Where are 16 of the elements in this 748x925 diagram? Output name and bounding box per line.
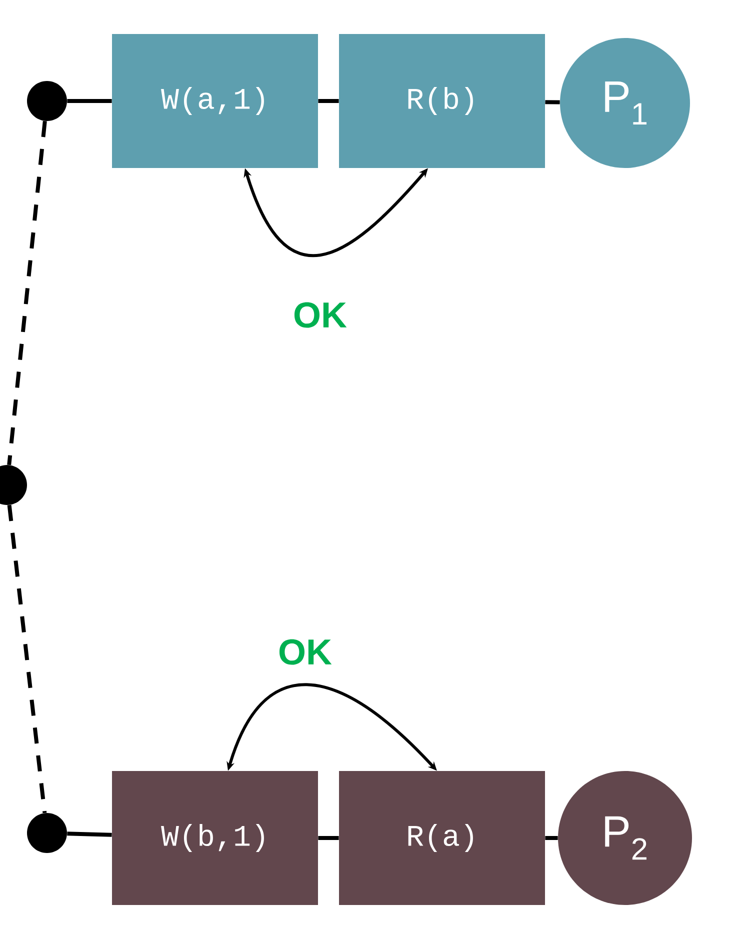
edge-label: OK [294, 302, 347, 328]
connector [67, 832, 112, 837]
endpoint-dot [27, 81, 67, 121]
connector [545, 100, 560, 104]
connector [67, 99, 112, 103]
operation-box: R(b) [339, 34, 545, 168]
connector [318, 99, 339, 103]
connector [318, 836, 339, 840]
endpoint-dot [27, 813, 67, 853]
operation-box: W(a,1) [112, 34, 318, 168]
connector [7, 120, 47, 466]
operation-box: W(b,1) [112, 771, 318, 905]
operation-box: R(a) [339, 771, 545, 905]
connector [545, 836, 558, 840]
connector [7, 504, 47, 814]
edge-label: OK [279, 639, 332, 665]
